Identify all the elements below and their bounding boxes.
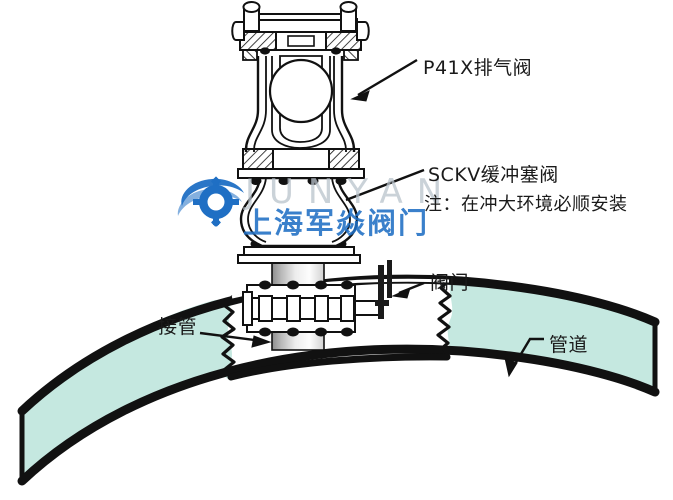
pipeline-break-right [436,278,452,359]
sckv-body-outline [239,176,359,248]
pipeline-right-fill [447,282,655,392]
buffer-plug-valve-graphic [237,176,361,264]
pipeline-inner-bore-bottom [227,353,451,381]
pipeline-graphic [17,274,660,486]
ball-float-icon [268,58,334,124]
label-air-valve: P41X排气阀 [423,57,533,79]
label-valve: 阀门 [430,272,470,294]
valve-handle-icon [375,260,392,319]
watermark-logo-icon [177,176,244,227]
label-buffer-plug-valve: SCKV缓冲塞阀 [428,164,559,186]
pipeline-outer-wall-bottom [17,344,660,486]
label-connecting-pipe: 接管 [158,316,198,338]
air-release-valve-graphic [231,1,370,185]
leader-lines [199,58,544,378]
label-installation-note: 注：在冲大环境必顺安装 [424,194,628,215]
butterfly-valve-graphic [242,260,392,337]
label-pipeline: 管道 [549,334,589,356]
